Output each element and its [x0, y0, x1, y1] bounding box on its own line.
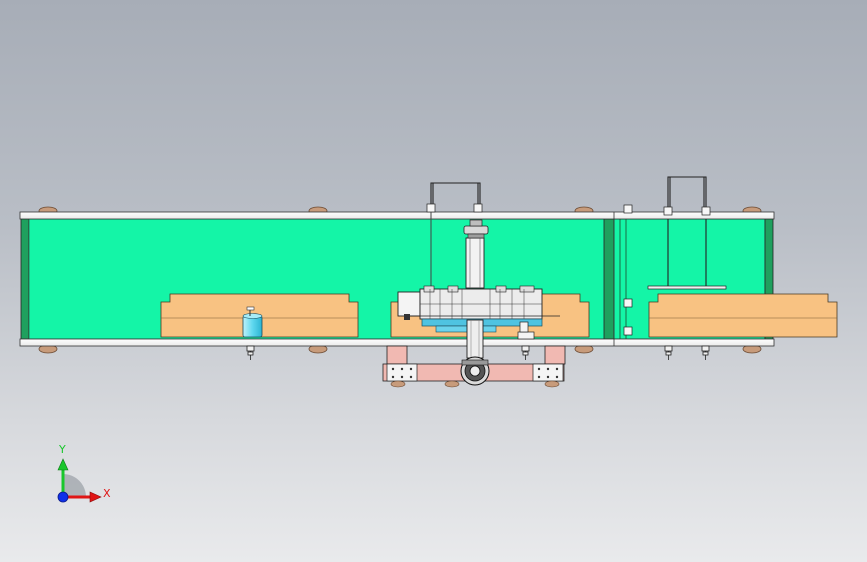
- adjust-screw-icon: [521, 345, 530, 360]
- center-column: [463, 219, 489, 289]
- adjust-screws: [246, 345, 710, 360]
- gear-motor-icon: [460, 319, 490, 386]
- adjust-screw-icon: [664, 345, 673, 360]
- overhead-bracket-right: [667, 176, 707, 286]
- axis-y-label: Y: [59, 443, 66, 456]
- bottom-rail: [19, 338, 775, 347]
- frame-post-mid: [603, 218, 615, 340]
- overhead-bracket-center: [430, 182, 481, 206]
- roller-wheels-bottom: [38, 344, 762, 354]
- axis-triad-graphic: [57, 458, 102, 503]
- product-block-3: [648, 293, 838, 338]
- axis-triad-icon: Y X: [48, 438, 118, 510]
- axis-x-label: X: [103, 487, 111, 500]
- cylinder-actuator: [242, 306, 263, 338]
- top-rail: [19, 211, 775, 220]
- adjust-screw-icon: [701, 345, 710, 360]
- frame-post-left: [20, 218, 30, 340]
- guide-plate-right: [647, 285, 727, 290]
- adjust-screw-icon: [246, 345, 255, 360]
